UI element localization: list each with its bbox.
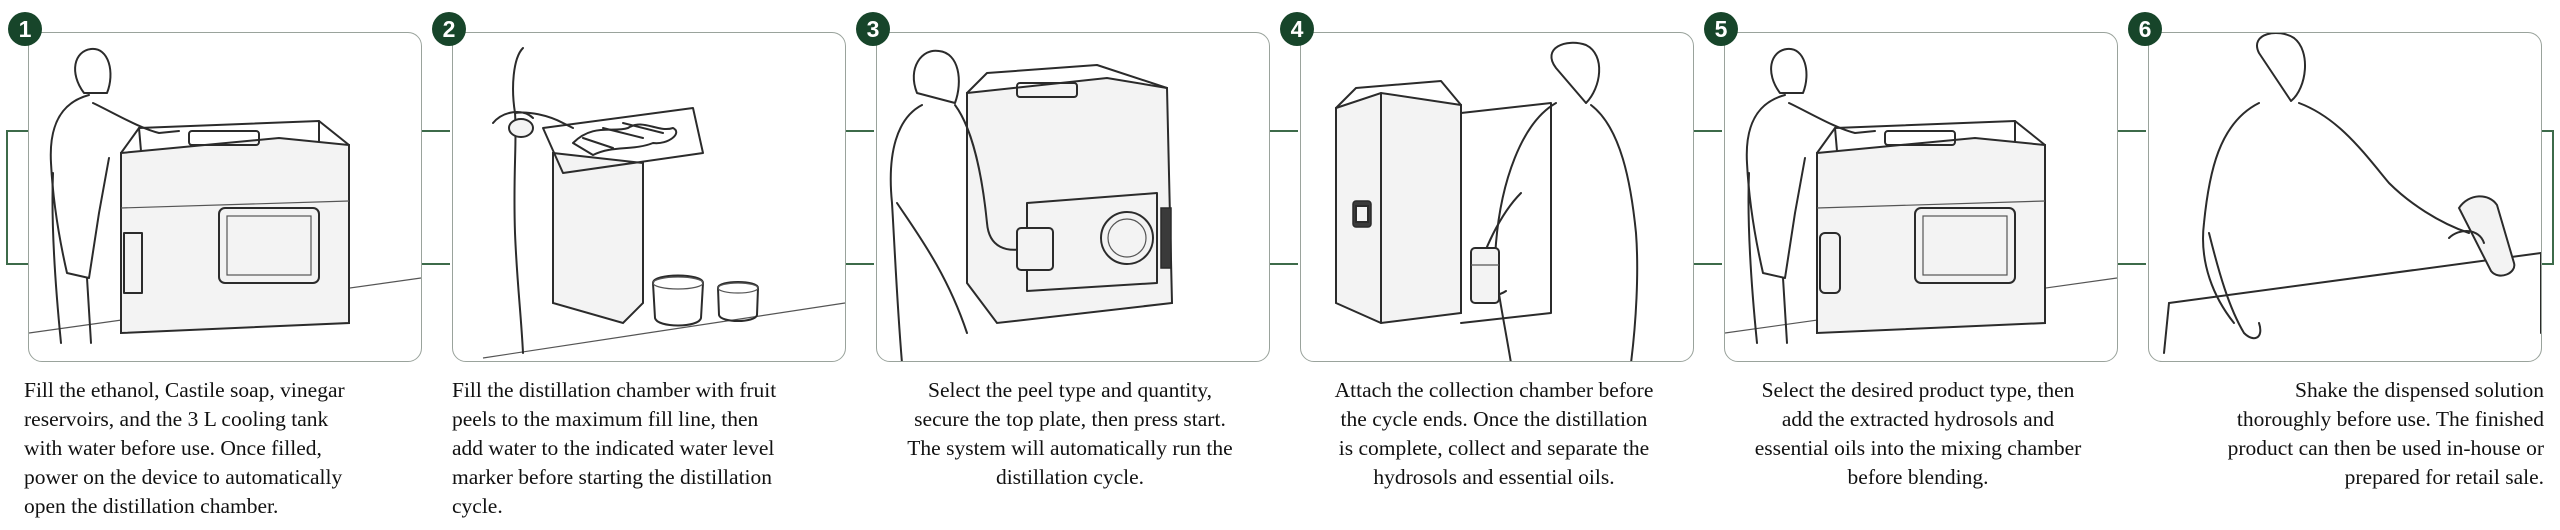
connector-line (1268, 130, 1298, 132)
connector-line (844, 263, 874, 265)
step-caption: Attach the collection chamber before the… (1334, 378, 1654, 489)
connector-line (1268, 263, 1298, 265)
step-caption: Select the desired product type, then ad… (1754, 378, 2082, 489)
connector-line (1692, 263, 1722, 265)
step-number-badge: 3 (856, 12, 890, 46)
connector-line (2116, 263, 2146, 265)
step-caption: Fill the ethanol, Castile soap, vinegar … (24, 378, 345, 518)
step-caption: Fill the distillation chamber with fruit… (452, 378, 777, 518)
step-1-illustration (28, 32, 422, 362)
connector-line (2552, 130, 2554, 265)
connector-line (2532, 130, 2554, 132)
connector-line (6, 263, 28, 265)
step-number-badge: 5 (1704, 12, 1738, 46)
step-number-badge: 2 (432, 12, 466, 46)
step-3-illustration (876, 32, 1270, 362)
connector-line (420, 263, 450, 265)
connector-line (420, 130, 450, 132)
step-5-illustration (1724, 32, 2118, 362)
step-caption: Select the peel type and quantity, secur… (907, 378, 1233, 489)
connector-line (2532, 263, 2554, 265)
connector-line (6, 130, 8, 265)
step-2-illustration (452, 32, 846, 362)
step-6-illustration (2148, 32, 2542, 362)
connector-line (1692, 130, 1722, 132)
connector-line (6, 130, 28, 132)
step-number-badge: 1 (8, 12, 42, 46)
step-caption: Shake the dispensed solution thoroughly … (2227, 378, 2544, 489)
step-number-badge: 4 (1280, 12, 1314, 46)
connector-line (2116, 130, 2146, 132)
step-number-badge: 6 (2128, 12, 2162, 46)
connector-line (844, 130, 874, 132)
step-4-illustration (1300, 32, 1694, 362)
